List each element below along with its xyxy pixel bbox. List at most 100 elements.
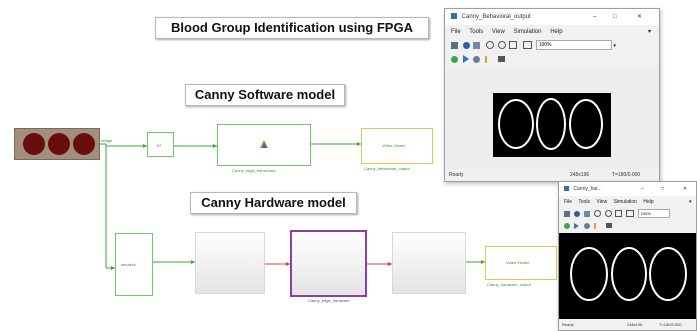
sw-viewer-menubar: File Tools View Simulation Help ▾ [445, 27, 659, 37]
sw-out-label: Canny_behavioral_output [364, 166, 410, 171]
blood-sample-1 [23, 133, 45, 155]
image-source-block[interactable] [14, 128, 100, 160]
hw-zoom-value: 100% [640, 211, 651, 217]
hw-out-label: Canny_hardware_output [487, 282, 531, 287]
hw-run-icon[interactable] [564, 222, 570, 229]
matlab-function-icon [260, 140, 268, 148]
sw-pan-icon[interactable] [509, 41, 518, 50]
sw-step-icon[interactable] [462, 55, 469, 64]
sw-zoom-in-icon[interactable] [486, 41, 495, 50]
hardware-model-title: Canny Hardware model [190, 192, 357, 214]
sw-snapshot-icon[interactable] [497, 56, 505, 63]
hw-settings-icon[interactable] [574, 210, 581, 217]
sw-menu-help[interactable]: Help [550, 29, 563, 35]
sw-zoom-dropdown-icon[interactable]: ▾ [613, 43, 616, 49]
hw-viewer-menubar: File Tools View Simulation Help ▾ [559, 198, 696, 207]
sw-viewer-titlebar[interactable]: Canny_Behavioral_output – □ ✕ [445, 9, 659, 25]
hw-viewer-toolbar-2 [559, 221, 696, 232]
sw-zoom-out-icon[interactable] [497, 41, 506, 50]
arrow-5 [191, 260, 195, 264]
hw-canny-edge-dut[interactable] [290, 230, 367, 297]
hw-stop-icon[interactable] [583, 222, 590, 229]
hw-snapshot-icon[interactable] [605, 223, 612, 229]
hw-maximize-button[interactable]: □ [661, 186, 665, 192]
hw-zoom-in-icon[interactable] [594, 210, 602, 218]
blood-sample-3 [73, 133, 95, 155]
hw-menu-tools[interactable]: Tools [578, 199, 591, 205]
sw-maximize-button[interactable]: □ [613, 14, 617, 20]
sw-edge-ring-3 [569, 99, 603, 149]
hw-copy-icon[interactable] [583, 210, 590, 217]
sw-close-button[interactable]: ✕ [637, 14, 643, 20]
arrow-7 [286, 262, 290, 266]
hw-serializer-text: serialize [121, 262, 136, 267]
hw-minimize-button[interactable]: – [641, 186, 644, 192]
sw-viewer-text: Video Viewer [382, 143, 406, 148]
sw-settings-icon[interactable] [462, 41, 470, 49]
sw-stop-icon[interactable] [473, 55, 481, 63]
sw-copy-icon[interactable] [473, 41, 481, 49]
sw-video-viewer-block[interactable]: Video Viewer [361, 128, 433, 164]
sw-viewer-title: Canny_Behavioral_output [461, 14, 531, 20]
hw-menu-arrow-icon[interactable]: ▾ [689, 199, 692, 205]
hw-viewer-statusbar: Ready 248x196 T=180/0.000 [559, 320, 696, 330]
hw-highlight-icon[interactable] [594, 222, 601, 229]
hw-close-button[interactable]: ✕ [683, 186, 688, 192]
hw-zoom-select[interactable]: 100% [637, 209, 670, 219]
hw-status-ready: Ready [562, 322, 574, 327]
sw-viewer-display [445, 67, 659, 169]
sw-canny-behavioral-block[interactable] [217, 124, 311, 166]
sw-menu-arrow-icon[interactable]: ▾ [648, 29, 652, 35]
hw-video-viewer-block[interactable]: Video Viewer [485, 246, 557, 280]
hw-step-icon[interactable] [574, 222, 580, 229]
hw-menu-help[interactable]: Help [643, 199, 654, 205]
sw-status-ready: Ready [449, 172, 464, 178]
arrow-8 [388, 262, 392, 266]
hw-viewer-text: Video Viewer [506, 260, 530, 265]
hw-print-icon[interactable] [564, 210, 570, 217]
hw-output-subsystem[interactable] [392, 232, 466, 294]
sw-viewer-toolbar-2 [445, 54, 659, 66]
software-model-title: Canny Software model [185, 84, 345, 106]
hw-output-viewer-window[interactable]: Canny_har... – □ ✕ File Tools View Simul… [558, 181, 697, 331]
blood-sample-2 [48, 133, 70, 155]
sw-viewer-app-icon [451, 13, 457, 20]
hw-status-size: 248x196 [627, 322, 643, 327]
hw-viewer-titlebar[interactable]: Canny_har... – □ ✕ [559, 182, 696, 196]
sw-menu-simulation[interactable]: Simulation [513, 29, 542, 35]
hw-menu-file[interactable]: File [564, 199, 573, 205]
hw-serializer-block[interactable]: serialize [115, 233, 153, 296]
sw-print-icon[interactable] [451, 41, 458, 49]
sw-minimize-button[interactable]: – [593, 14, 597, 20]
hw-input-subsystem[interactable] [195, 232, 265, 294]
hw-menu-simulation[interactable]: Simulation [613, 199, 637, 205]
sw-zoom-select[interactable]: 100% [535, 40, 612, 51]
hw-pan-icon[interactable] [614, 210, 622, 218]
hw-viewer-toolbar-1: 100% [559, 208, 696, 220]
hw-viewer-display [559, 233, 696, 319]
sw-menu-file[interactable]: File [451, 29, 461, 35]
hw-fit-icon[interactable] [626, 210, 635, 218]
sw-fit-icon[interactable] [523, 41, 533, 50]
hw-viewer-app-icon [564, 186, 569, 192]
sw-highlight-icon[interactable] [485, 55, 493, 63]
sw-status-time: T=180/0.000 [612, 172, 641, 178]
sw-menu-view[interactable]: View [491, 29, 505, 35]
arrow-4 [111, 266, 115, 270]
sw-run-icon[interactable] [451, 55, 458, 63]
sw-gain-block[interactable]: K* [147, 132, 174, 157]
main-title-banner: Blood Group Identification using FPGA [155, 17, 429, 39]
hw-edge-ring-1 [570, 247, 608, 301]
sw-menu-tools[interactable]: Tools [469, 29, 484, 35]
hw-output-image [570, 247, 687, 301]
sw-output-viewer-window[interactable]: Canny_Behavioral_output – □ ✕ File Tools… [444, 8, 660, 182]
hw-edge-label: Canny_edge_hardware [308, 298, 350, 303]
sw-viewer-toolbar-1: 100% ▾ [445, 39, 659, 53]
hw-menu-view[interactable]: View [596, 199, 608, 205]
hw-viewer-title: Canny_har... [573, 186, 602, 192]
hw-zoom-out-icon[interactable] [604, 210, 612, 218]
sw-zoom-value: 100% [538, 42, 552, 49]
arrow-1 [143, 144, 147, 148]
